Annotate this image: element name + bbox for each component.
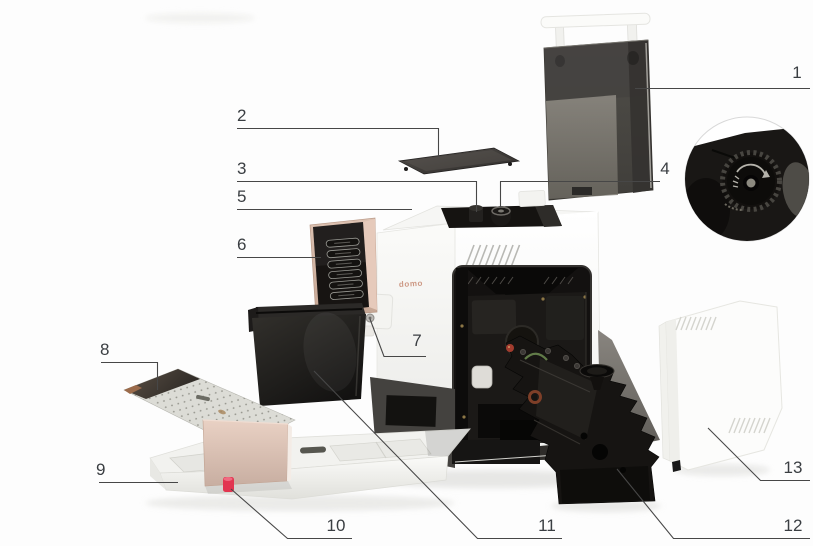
callout-label-10: 10 — [326, 516, 346, 535]
callout-lines — [99, 87, 810, 540]
tank-water-level — [546, 95, 618, 199]
brew-red-tip — [506, 344, 514, 352]
callout-label-1: 1 — [792, 63, 802, 82]
callout-line-8 — [101, 361, 159, 390]
callout-label-6: 6 — [237, 235, 247, 254]
top-opening — [441, 190, 562, 228]
callout-line-13 — [707, 427, 810, 482]
grind-dial-inset — [684, 116, 810, 242]
control-panel — [309, 217, 378, 318]
tank-lid — [397, 147, 521, 175]
service-door — [658, 300, 783, 472]
brew-unit — [504, 335, 660, 505]
grind-dial — [491, 206, 511, 226]
drip-tray — [149, 428, 471, 500]
callout-line-3 — [237, 180, 478, 212]
callout-line-10 — [230, 488, 352, 540]
brand-logo: domo — [399, 279, 424, 289]
panel-buttons — [325, 237, 364, 300]
tray-front-panel — [202, 419, 292, 494]
callout-line-7 — [369, 318, 426, 358]
callout-label-4: 4 — [660, 159, 670, 178]
callout-label-11: 11 — [538, 516, 556, 535]
callout-line-2 — [237, 127, 440, 157]
vent-slashes — [465, 244, 521, 267]
callout-label-2: 2 — [237, 106, 247, 125]
callout-label-8: 8 — [100, 340, 110, 359]
cavity-white-latch — [471, 365, 493, 389]
callout-line-12 — [616, 468, 810, 540]
grounds-container — [248, 303, 366, 406]
callout-label-5: 5 — [237, 187, 247, 206]
door-vents-top — [675, 316, 717, 331]
callout-label-13: 13 — [783, 458, 803, 477]
grid-copper-tip — [124, 385, 142, 394]
callout-line-11 — [313, 370, 562, 540]
float-indicator — [223, 477, 234, 492]
water-tank — [540, 12, 654, 201]
callout-label-9: 9 — [96, 460, 106, 479]
callout-label-3: 3 — [237, 159, 247, 178]
callout-line-4 — [499, 180, 660, 207]
callout-label-12: 12 — [783, 516, 803, 535]
door-vents-bottom — [728, 417, 771, 434]
callout-label-7: 7 — [412, 331, 422, 350]
tray-handle-slot — [300, 446, 326, 454]
